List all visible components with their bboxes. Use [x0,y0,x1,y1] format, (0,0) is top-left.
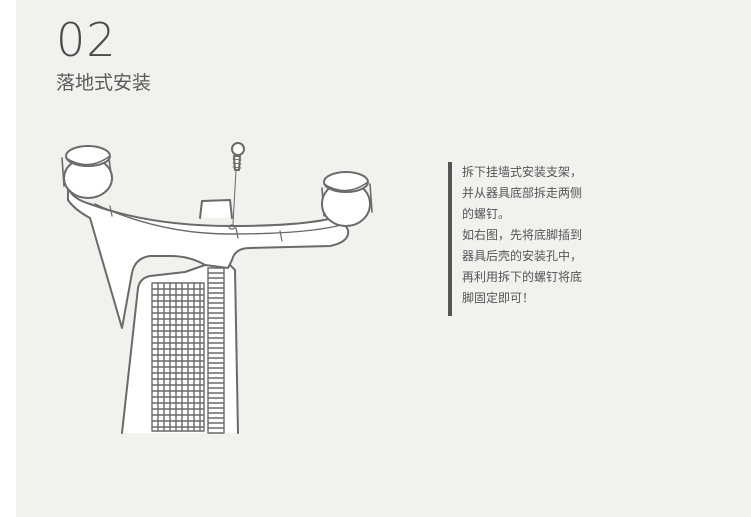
heater-ladder-strip [207,267,225,434]
screw-hole [228,224,236,230]
instruction-note: 拆下挂墙式安装支架， 并从器具底部拆走两侧 的螺钉。 如右图，先将底脚插到 器具… [448,162,582,316]
heater-grille [151,282,205,432]
stand-bracket [199,199,233,219]
stand-base [67,185,350,329]
instruction-line: 拆下挂墙式安装支架， [462,165,583,179]
instruction-line: 并从器具底部拆走两侧 [462,186,583,200]
floor-stand-illustration [61,142,373,434]
screw-icon [231,142,245,225]
step-title: 落地式安装 [56,72,152,94]
instruction-line: 器具后壳的安装孔中， [462,249,583,263]
step-number: 02 [56,13,117,67]
instruction-line: 再利用拆下的螺钉将底 [462,270,583,284]
instruction-line: 如右图，先将底脚插到 [462,228,583,242]
instruction-line: 的螺钉。 [462,207,511,221]
instruction-line: 脚固定即可！ [462,291,535,305]
right-wheel [321,171,373,227]
left-wheel [61,145,113,199]
